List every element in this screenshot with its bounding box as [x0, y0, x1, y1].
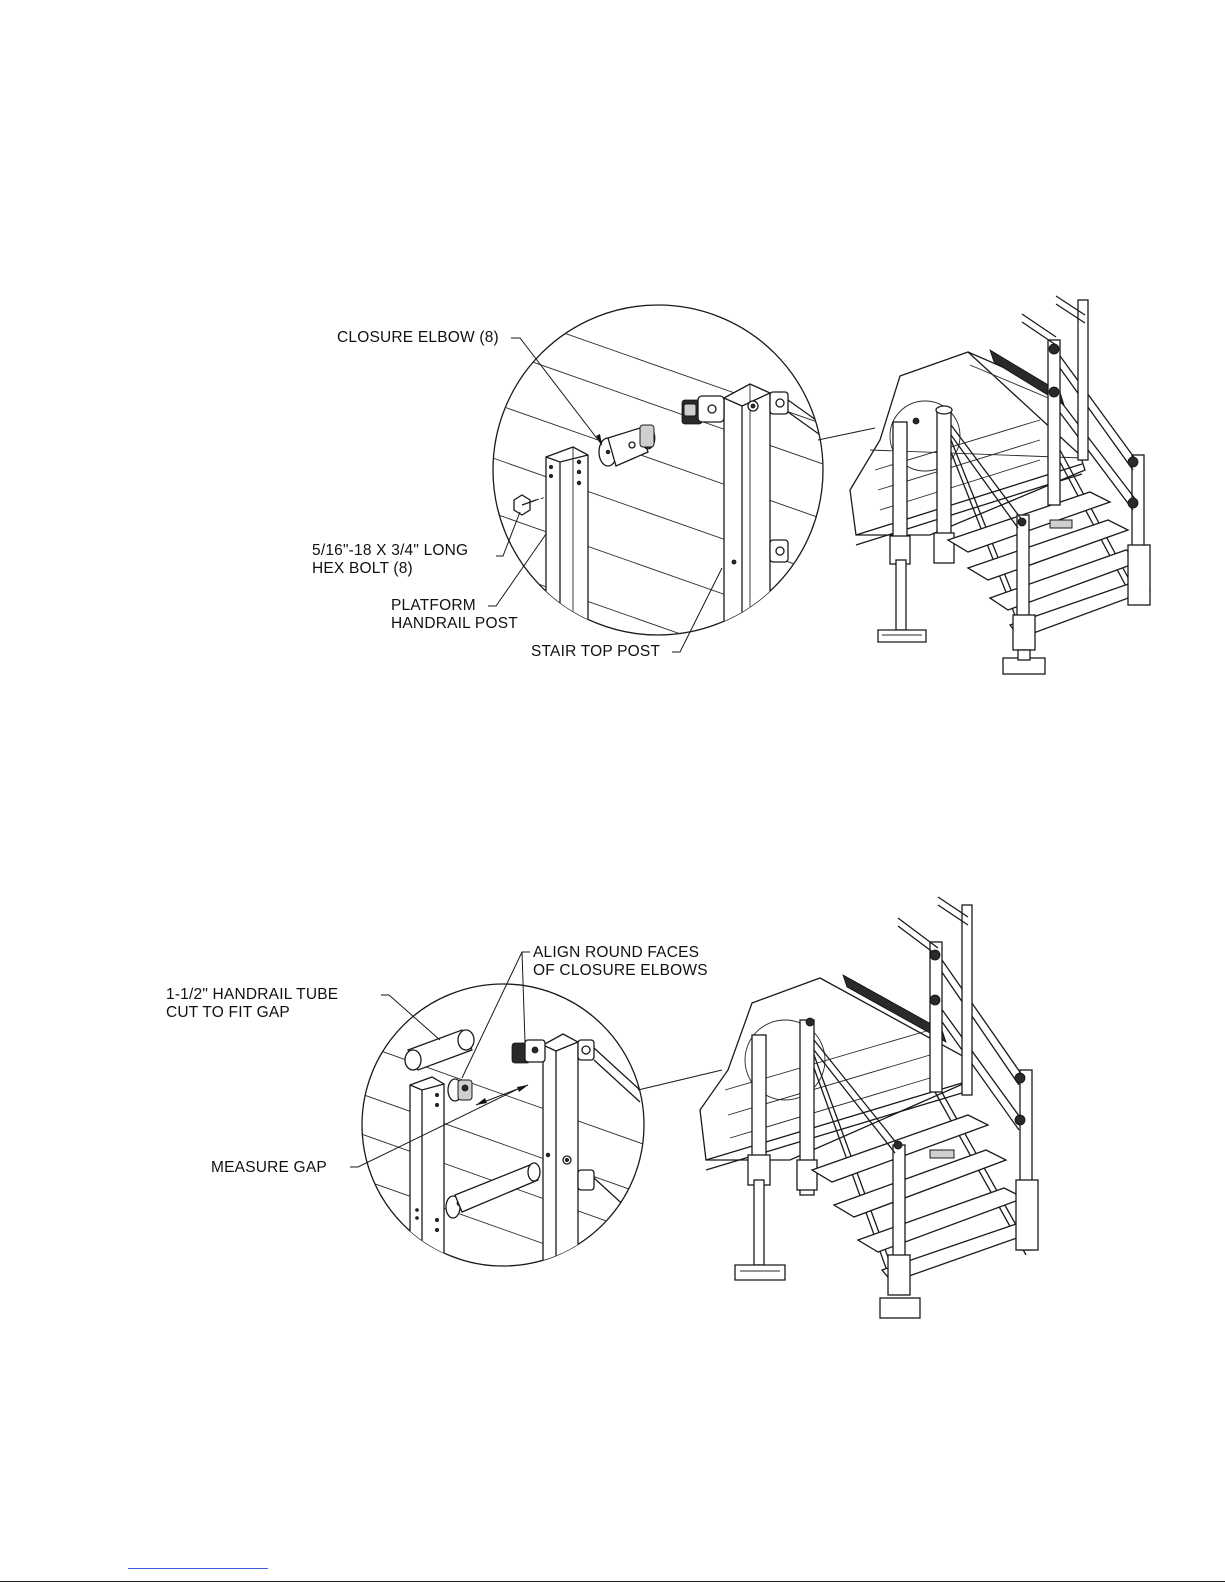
page-bottom-rule	[0, 1581, 1225, 1582]
platform-deck-slats	[470, 300, 840, 740]
label-hex-bolt-line1: 5/16"-18 X 3/4" LONG	[312, 542, 468, 559]
label-handrail-tube-line1: 1-1/2" HANDRAIL TUBE	[166, 986, 338, 1003]
hex-bolt-part	[514, 495, 546, 515]
detail-connector-line	[818, 428, 875, 440]
closure-elbow-part	[599, 425, 655, 466]
platform-handrail-post	[546, 447, 588, 650]
figure-top-closure-elbow-install: CLOSURE ELBOW (8) 5/16"-18 X 3/4" LONG H…	[312, 296, 1150, 740]
bottom-stair-assembly	[700, 897, 1038, 1318]
figure-bottom-handrail-tube-fit: ALIGN ROUND FACES OF CLOSURE ELBOWS 1-1/…	[166, 897, 1038, 1330]
platform-handrail-post-bottom	[410, 1077, 444, 1270]
footer-link-underline[interactable]	[128, 1568, 268, 1569]
label-align-round-faces-line2: OF CLOSURE ELBOWS	[533, 962, 708, 979]
closure-elbow-stair-side	[682, 396, 724, 424]
stair-leg-rear-bottom	[1016, 1070, 1038, 1250]
stair-leg-rear	[1128, 455, 1150, 605]
label-align-round-faces-line1: ALIGN ROUND FACES	[533, 944, 699, 961]
label-platform-post-line2: HANDRAIL POST	[391, 615, 518, 632]
stair-top-post	[724, 384, 830, 650]
label-platform-post-line1: PLATFORM	[391, 597, 476, 614]
label-measure-gap: MEASURE GAP	[211, 1159, 327, 1176]
label-stair-top-post: STAIR TOP POST	[531, 643, 660, 660]
installed-lower-tube	[455, 1163, 540, 1212]
bottom-detail-circle	[350, 984, 722, 1330]
top-stair-assembly	[850, 296, 1150, 674]
label-hex-bolt-line2: HEX BOLT (8)	[312, 560, 413, 577]
closure-elbow-stair-side-bottom	[512, 1040, 545, 1063]
detail-circle-outline-bottom	[362, 984, 644, 1266]
label-handrail-tube-line2: CUT TO FIT GAP	[166, 1004, 290, 1021]
detail-connector-line-bottom	[638, 1070, 722, 1090]
handrail-tube-piece	[405, 1030, 474, 1070]
label-closure-elbow: CLOSURE ELBOW (8)	[337, 329, 499, 346]
top-callouts: CLOSURE ELBOW (8) 5/16"-18 X 3/4" LONG H…	[312, 329, 722, 660]
top-detail-circle	[470, 300, 875, 740]
